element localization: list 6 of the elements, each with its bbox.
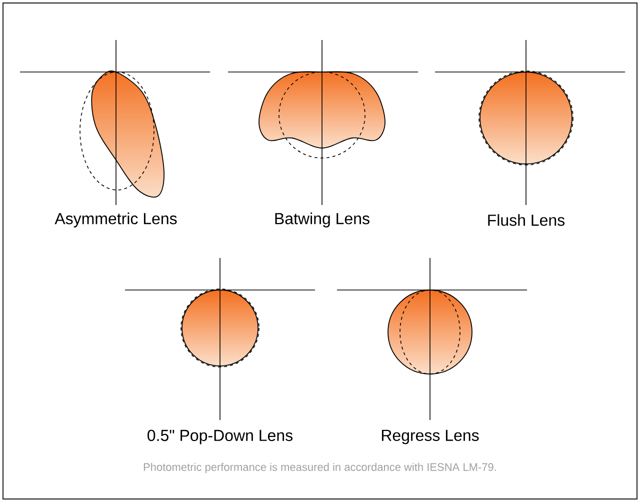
- lens-label: Batwing Lens: [275, 212, 370, 228]
- caption: Photometric performance is measured in accordance with IESNA LM-79.: [144, 462, 496, 474]
- lens-label: Asymmetric Lens: [54, 212, 177, 228]
- lens-label: Flush Lens: [488, 214, 565, 226]
- lens-label: 0.5" Pop-Down Lens: [148, 430, 292, 444]
- lens-label: Regress Lens: [382, 430, 479, 444]
